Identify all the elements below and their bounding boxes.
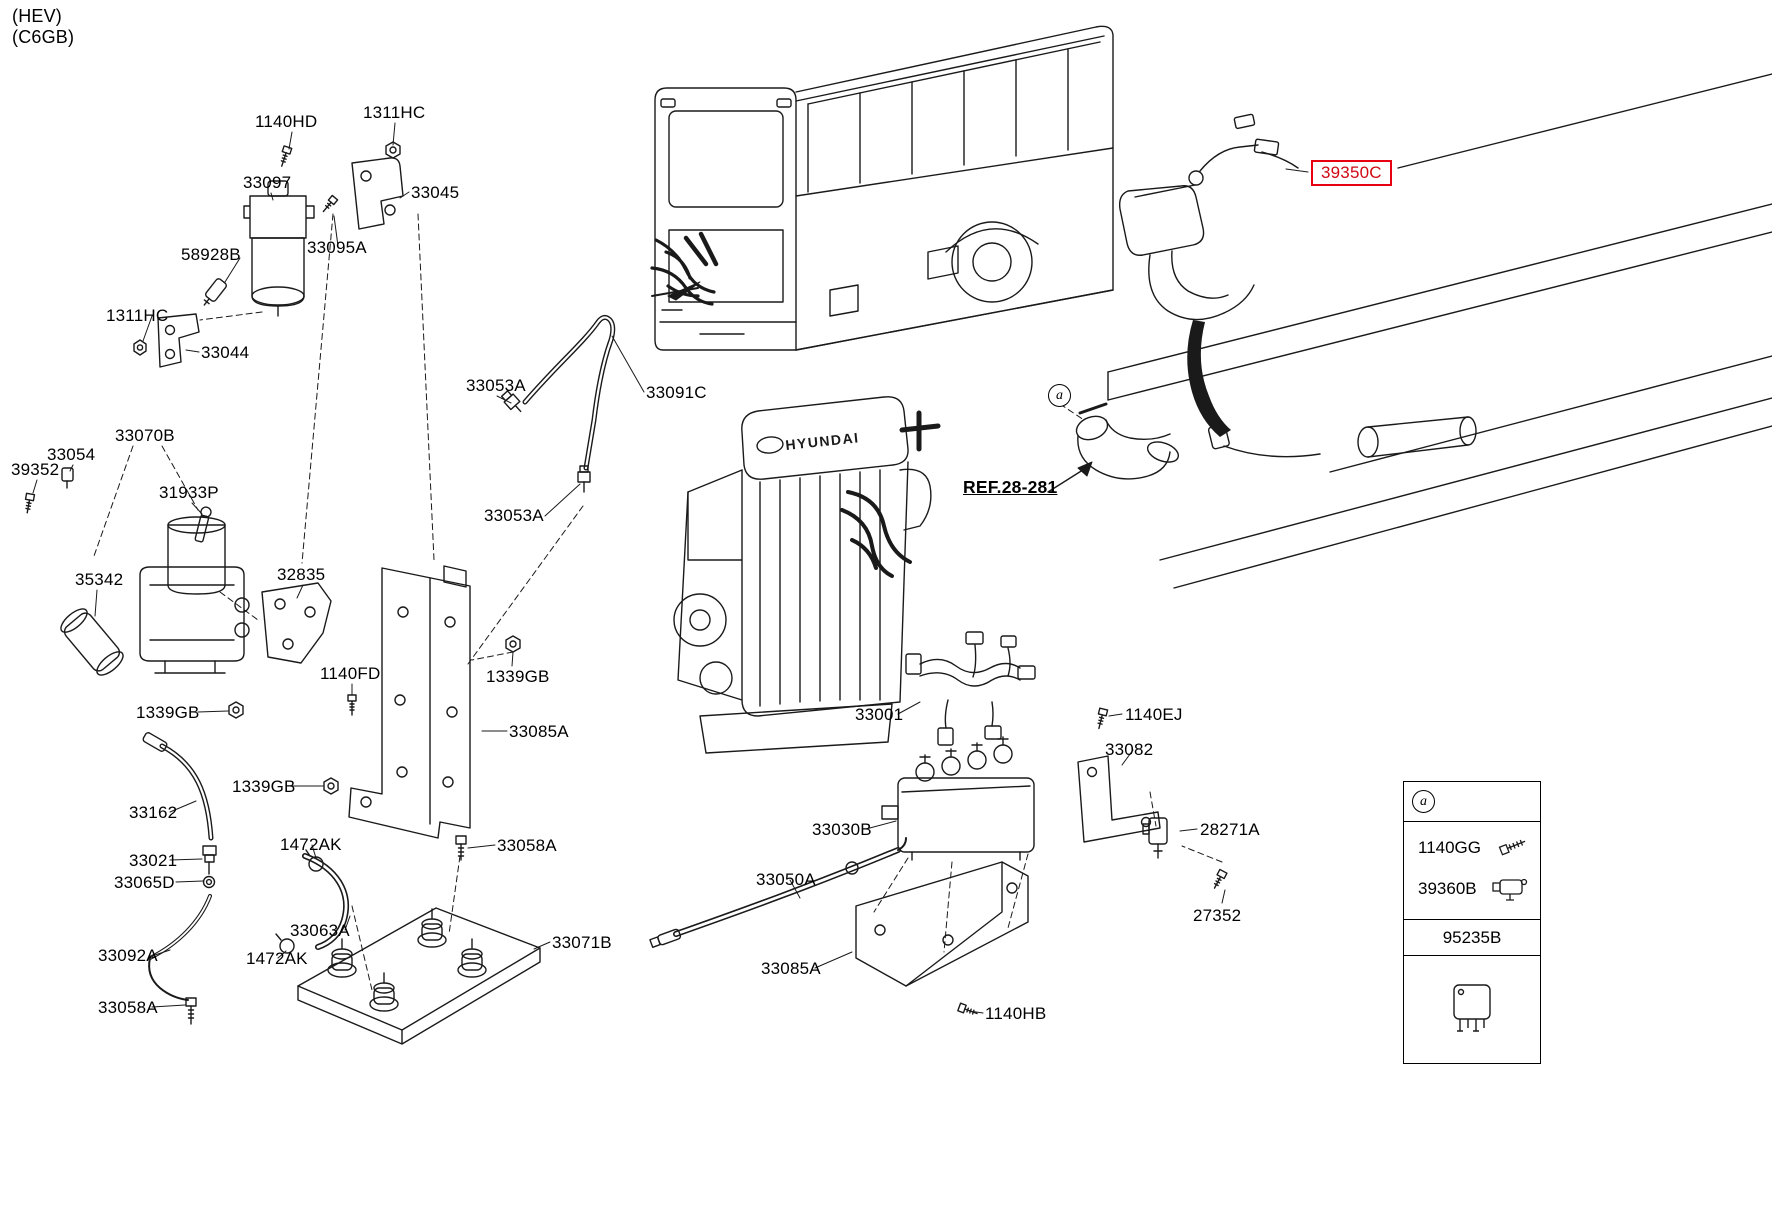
part-label-1140EJ[interactable]: 1140EJ xyxy=(1125,705,1183,724)
fuel-pump-drawing xyxy=(24,467,250,676)
legend-header: a xyxy=(1404,782,1540,822)
part-label-28271A[interactable]: 28271A xyxy=(1200,820,1260,839)
part-label-1339GB-1[interactable]: 1339GB xyxy=(486,667,550,686)
part-label-1140HD[interactable]: 1140HD xyxy=(255,112,318,131)
part-label-33053A-2[interactable]: 33053A xyxy=(484,506,544,525)
engine-drawing xyxy=(673,396,932,754)
part-label-1140HB[interactable]: 1140HB xyxy=(985,1004,1047,1023)
exhaust-elbow-drawing xyxy=(1047,402,1180,493)
bus-drawing xyxy=(654,25,1114,351)
dashed-lines xyxy=(93,213,1223,991)
pipe-33092A-drawing xyxy=(148,894,212,1025)
part-label-33058A-1[interactable]: 33058A xyxy=(98,998,158,1017)
part-label-33085A-1[interactable]: 33085A xyxy=(509,722,569,741)
legend-part-39360B[interactable]: 39360B xyxy=(1418,879,1477,898)
part-label-33058A-2[interactable]: 33058A xyxy=(497,836,557,855)
legend-part-95235B[interactable]: 95235B xyxy=(1404,920,1540,956)
bracket-32835-drawing xyxy=(261,582,332,664)
hose-33050A-drawing xyxy=(649,837,907,948)
part-label-33044[interactable]: 33044 xyxy=(201,343,250,362)
part-label-1472AK-1[interactable]: 1472AK xyxy=(280,835,342,854)
part-label-33097[interactable]: 33097 xyxy=(243,173,292,192)
part-label-33065D[interactable]: 33065D xyxy=(114,873,175,892)
part-label-1339GB-3[interactable]: 1339GB xyxy=(232,777,296,796)
part-label-27352[interactable]: 27352 xyxy=(1193,906,1242,925)
part-label-1140FD[interactable]: 1140FD xyxy=(320,664,381,683)
part-label-33030B[interactable]: 33030B xyxy=(812,820,872,839)
legend-row-39360B: 39360B xyxy=(1404,874,1540,904)
part-label-1339GB-2[interactable]: 1339GB xyxy=(136,703,200,722)
legend-row-1140GG: 1140GG xyxy=(1404,837,1540,859)
part-label-35342[interactable]: 35342 xyxy=(75,570,124,589)
part-label-33092A[interactable]: 33092A xyxy=(98,946,158,965)
engine-harness-blob xyxy=(840,410,941,578)
part-label-33063A[interactable]: 33063A xyxy=(290,921,350,940)
variant-label-hev: (HEV) xyxy=(12,6,62,26)
map-sensor-icon xyxy=(1492,878,1528,901)
part-label-33001[interactable]: 33001 xyxy=(855,705,904,724)
hose-33063A-drawing xyxy=(275,849,349,954)
part-label-33091C[interactable]: 33091C xyxy=(646,383,707,402)
engine-logo-text: HYUNDAI xyxy=(785,429,861,453)
exhaust-flex-shade xyxy=(1187,320,1231,437)
part-label-33021[interactable]: 33021 xyxy=(129,851,178,870)
fasteners-drawing xyxy=(228,635,521,795)
part-label-33162[interactable]: 33162 xyxy=(129,803,178,822)
chassis-frame-drawing xyxy=(1107,73,1772,589)
part-label-33053A-1[interactable]: 33053A xyxy=(466,376,526,395)
part-label-1472AK-2[interactable]: 1472AK xyxy=(246,949,308,968)
harness-33001-drawing xyxy=(905,631,1036,746)
part-label-33082[interactable]: 33082 xyxy=(1105,740,1154,759)
variant-label-c6gb: (C6GB) xyxy=(12,27,75,47)
ref-link-28-281[interactable]: REF.28-281 xyxy=(963,477,1058,497)
part-label-58928B[interactable]: 58928B xyxy=(181,245,241,264)
part-label-39352[interactable]: 39352 xyxy=(11,460,60,479)
part-label-32835[interactable]: 32835 xyxy=(277,565,326,584)
part-label-1311HC-2[interactable]: 1311HC xyxy=(106,306,169,325)
part-label-33095A[interactable]: 33095A xyxy=(307,238,367,257)
legend-box: a 1140GG 39360B xyxy=(1403,781,1541,1064)
part-label-1311HC-1[interactable]: 1311HC xyxy=(363,103,426,122)
valve-block-33030B-drawing xyxy=(881,736,1035,861)
legend-rows: 1140GG 39360B xyxy=(1404,822,1540,920)
part-label-39350C-highlighted[interactable]: 39350C xyxy=(1311,160,1392,186)
part-label-33070B[interactable]: 33070B xyxy=(115,426,175,445)
muffler-o2-sensor-drawing xyxy=(1118,113,1299,321)
legend-marker-a: a xyxy=(1412,790,1435,813)
part-label-33050A[interactable]: 33050A xyxy=(756,870,816,889)
base-plate-33071B-drawing xyxy=(297,835,541,1045)
pipe-33091C-drawing xyxy=(500,314,616,493)
part-label-33045[interactable]: 33045 xyxy=(411,183,460,202)
part-label-33054[interactable]: 33054 xyxy=(47,445,96,464)
relay-icon xyxy=(1453,983,1491,1032)
bracket-33082-drawing xyxy=(1077,707,1228,889)
leader-lines xyxy=(32,122,1309,1014)
bolt-icon xyxy=(1498,839,1526,856)
part-label-33071B[interactable]: 33071B xyxy=(552,933,612,952)
hose-33162-drawing xyxy=(142,732,217,889)
bus-harness-blob xyxy=(650,231,719,306)
part-label-31933P[interactable]: 31933P xyxy=(159,483,219,502)
part-label-33085A-2[interactable]: 33085A xyxy=(761,959,821,978)
callout-marker-a: a xyxy=(1048,384,1071,407)
legend-relay-area xyxy=(1404,956,1540,1063)
legend-part-1140GG[interactable]: 1140GG xyxy=(1418,838,1482,857)
bracket-33085A-bottom-drawing xyxy=(855,861,1029,1015)
bracket-33085A-left-drawing xyxy=(348,565,471,839)
